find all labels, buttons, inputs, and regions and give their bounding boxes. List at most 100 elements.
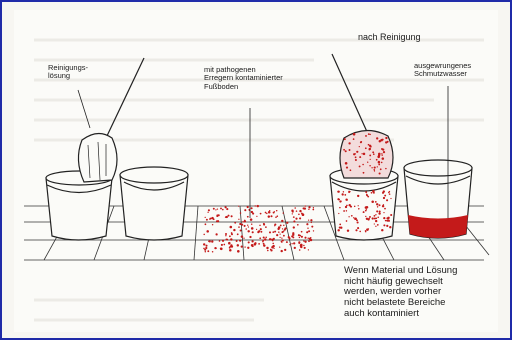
contamination-dot [292, 213, 293, 214]
contamination-dot [257, 205, 259, 207]
contamination-dot [369, 154, 371, 156]
contamination-dot [286, 241, 288, 243]
contamination-dot [359, 165, 361, 167]
contamination-dot [203, 234, 205, 236]
contamination-dot [205, 247, 207, 249]
contamination-dot [203, 243, 205, 245]
contamination-dot [259, 225, 260, 226]
contamination-dot [383, 224, 385, 226]
bucket-dirty-with-mop [330, 168, 398, 240]
contamination-dot [268, 215, 270, 217]
contamination-dot [371, 201, 374, 204]
contamination-dot [299, 217, 301, 219]
contamination-dot [252, 245, 254, 247]
contamination-dot [343, 149, 345, 151]
contamination-dot [346, 220, 348, 222]
contamination-dot [390, 198, 391, 199]
contamination-dot [354, 206, 355, 207]
contamination-dot [365, 191, 367, 193]
contamination-dot [313, 230, 314, 231]
contamination-dot [307, 227, 308, 228]
contamination-dot [375, 226, 376, 227]
contamination-dot [385, 220, 386, 221]
contamination-dot [225, 206, 227, 208]
contamination-dot [251, 207, 253, 209]
contamination-dot [237, 233, 239, 235]
contamination-dot [379, 204, 381, 206]
contamination-dot [301, 213, 303, 215]
contamination-dot [308, 219, 309, 220]
contamination-dot [372, 217, 374, 219]
contamination-dot [377, 217, 379, 219]
contamination-dot [284, 249, 286, 251]
warning-note: Wenn Material und Lösung nicht häufig ge… [344, 266, 457, 319]
contamination-dot [228, 215, 230, 217]
contamination-dot [291, 210, 293, 212]
contamination-dot [343, 191, 344, 192]
contamination-dot [242, 221, 243, 222]
contamination-dot [258, 243, 260, 245]
contamination-dot [375, 217, 377, 219]
contamination-dot [297, 224, 299, 226]
contamination-dot [254, 243, 257, 246]
contamination-dot [310, 237, 312, 239]
contamination-dot [211, 240, 213, 242]
contamination-dot [207, 212, 208, 213]
label-after-cleaning: nach Reinigung [358, 32, 421, 42]
contamination-dot [345, 199, 347, 201]
contamination-dot [361, 153, 362, 154]
contamination-dot [296, 210, 298, 212]
contamination-dot [300, 210, 302, 212]
contamination-dot [311, 222, 312, 223]
contamination-dot [293, 226, 295, 228]
contamination-dot [345, 150, 347, 152]
contamination-dot [209, 219, 210, 220]
contamination-dot [217, 208, 218, 209]
contamination-dot [340, 227, 342, 229]
contamination-dot [270, 215, 272, 217]
contamination-dot [244, 220, 246, 222]
contamination-dot [280, 234, 281, 235]
contamination-dot [308, 249, 309, 250]
contamination-dot [238, 219, 239, 220]
contamination-dot [376, 210, 378, 212]
contamination-dot [369, 145, 371, 147]
contamination-dot [367, 162, 368, 163]
contamination-dot [347, 229, 349, 231]
contamination-dot [205, 251, 206, 252]
contamination-dot [349, 149, 351, 151]
contamination-dot [299, 237, 300, 238]
contamination-dot [225, 216, 227, 218]
contamination-dot [294, 207, 296, 209]
contamination-dot [247, 216, 249, 218]
bucket-wrung-water [404, 160, 472, 238]
contamination-dot [274, 211, 275, 212]
contamination-dot [215, 209, 216, 210]
contamination-dot [221, 244, 223, 246]
contamination-dot [387, 141, 389, 143]
contamination-dot [281, 242, 282, 243]
contamination-dot [271, 238, 272, 239]
contamination-dot [276, 210, 277, 211]
contamination-dot [293, 220, 295, 222]
contamination-dot [239, 239, 241, 241]
contamination-dot [382, 192, 384, 194]
contamination-dot [270, 249, 272, 251]
contamination-dot [251, 227, 254, 230]
contamination-dot [371, 192, 373, 194]
contamination-dot [241, 246, 243, 248]
label-cleaning-solution: Reinigungs- lösung [48, 64, 88, 81]
contamination-dot [230, 226, 233, 229]
contamination-dot [212, 251, 214, 253]
contamination-dot [291, 243, 292, 244]
contamination-dot [244, 225, 246, 227]
contamination-dot [344, 138, 346, 140]
illustration-page: Reinigungs- lösung mit pathogenen Errege… [14, 10, 498, 332]
contamination-dot [240, 212, 242, 214]
contamination-dot [366, 209, 367, 210]
contamination-dot [226, 208, 228, 210]
contamination-dot [365, 216, 366, 217]
contamination-dot [373, 153, 375, 155]
contamination-dot [275, 216, 277, 218]
contamination-dot [356, 151, 358, 153]
